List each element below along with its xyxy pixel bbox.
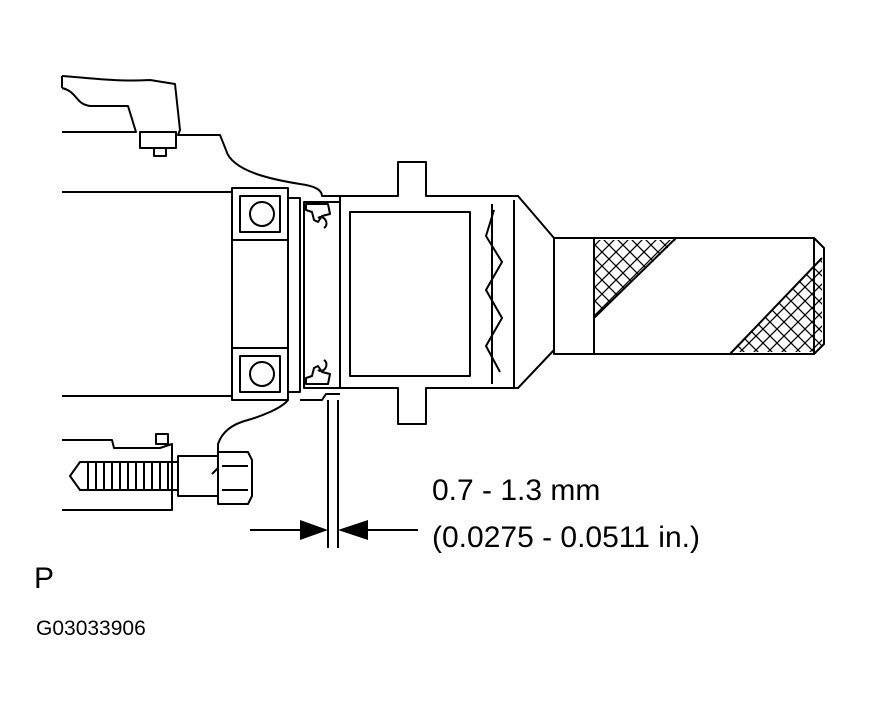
bolt-nut-top bbox=[155, 433, 169, 445]
figure-id: G03033906 bbox=[36, 617, 146, 640]
dimension-arrow-right bbox=[338, 520, 368, 540]
dimension-imperial-label: (0.0275 - 0.0511 in.) bbox=[432, 521, 700, 554]
bearing-lower-inner bbox=[239, 355, 281, 393]
bolt-threads bbox=[87, 462, 169, 490]
bearing-upper-outer bbox=[231, 187, 289, 241]
bolt-shank bbox=[69, 461, 179, 491]
seal-upper-spring bbox=[317, 216, 328, 229]
housing-lower-outline bbox=[211, 399, 289, 475]
bearing-lower-outer bbox=[231, 347, 289, 401]
housing-lower-step bbox=[300, 393, 340, 401]
housing-inner-line bbox=[61, 87, 137, 133]
tool-body bbox=[339, 161, 555, 425]
bolt-washer bbox=[177, 455, 219, 497]
tool-cup bbox=[349, 211, 471, 377]
tool-break-line bbox=[485, 209, 503, 373]
housing-flange bbox=[139, 131, 177, 149]
seal-lower-spring bbox=[317, 359, 328, 372]
dimension-metric-label: 0.7 - 1.3 mm bbox=[432, 474, 601, 507]
bearing-ball-lower bbox=[249, 361, 275, 387]
view-label: P bbox=[34, 562, 55, 595]
bolt-hex-line bbox=[222, 465, 248, 491]
bearing-upper-inner bbox=[239, 195, 281, 233]
bore-outline bbox=[288, 197, 301, 393]
handle-knurl-hatch-a bbox=[594, 240, 676, 318]
housing-lower-base bbox=[62, 439, 173, 511]
housing-nub bbox=[153, 147, 167, 157]
bore-inner bbox=[303, 201, 341, 389]
seal-lower bbox=[305, 365, 331, 385]
seal-upper bbox=[305, 203, 331, 223]
dimension-arrow-left bbox=[300, 520, 328, 540]
housing-outline bbox=[61, 75, 340, 197]
handle-knurl-hatch-b bbox=[730, 258, 822, 352]
bolt-hex bbox=[217, 451, 253, 505]
bearing-ball-upper bbox=[249, 201, 275, 227]
